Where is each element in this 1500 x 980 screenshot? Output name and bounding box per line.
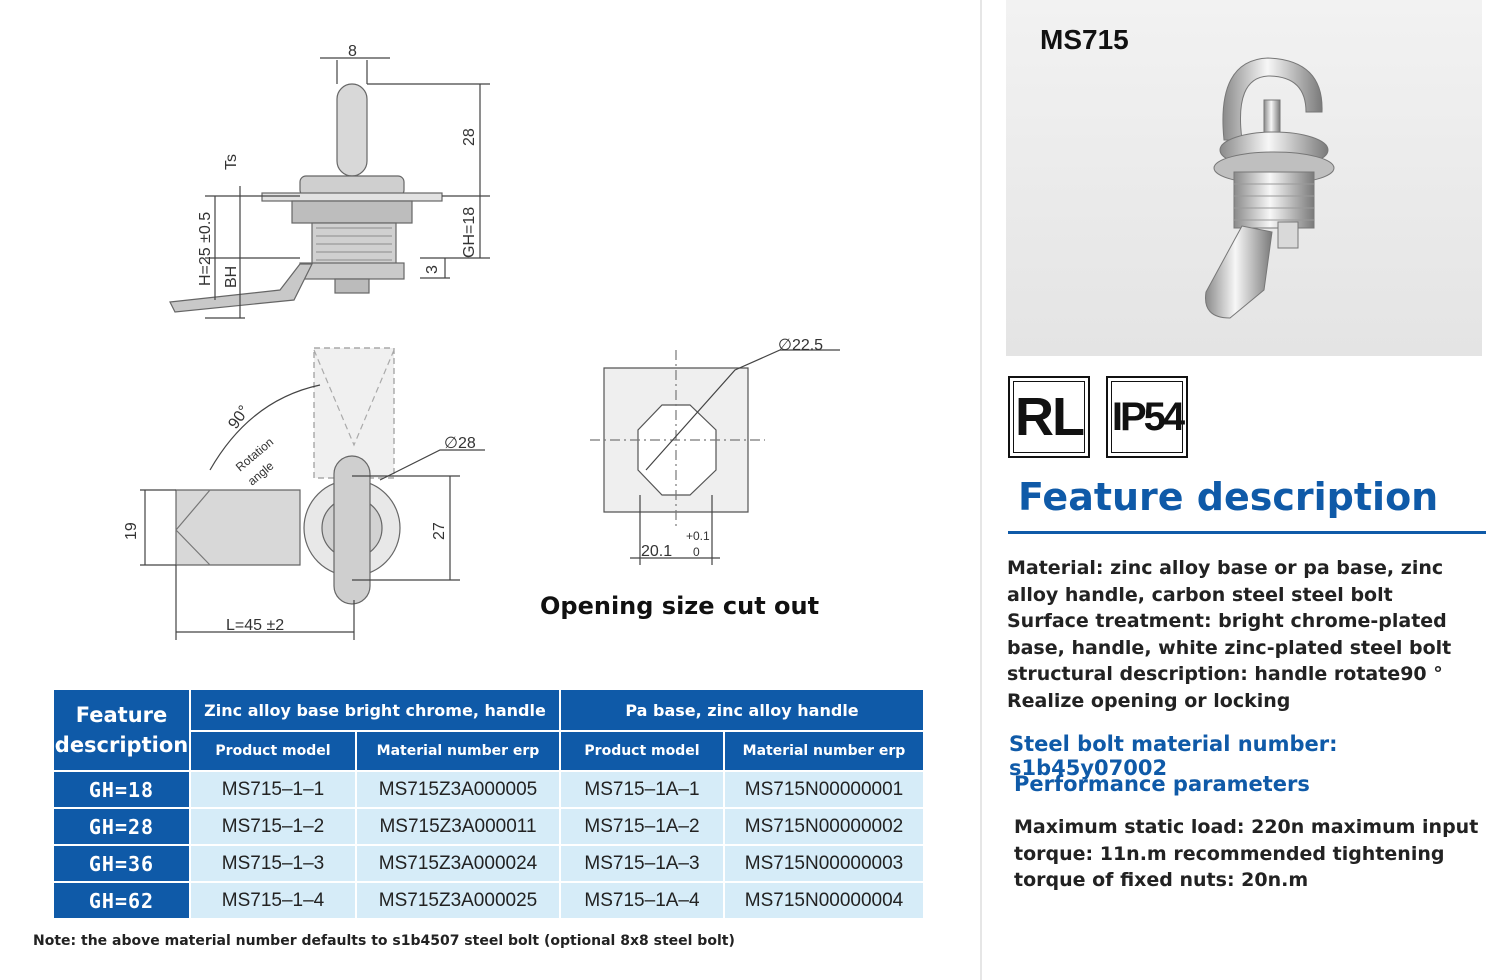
cell-material-erp-pa: MS715N00000002 (723, 807, 925, 846)
cell-material-erp-pa: MS715N00000001 (723, 770, 925, 809)
cell-product-model-pa: MS715–1A–4 (559, 881, 725, 920)
cell-material-erp-pa: MS715N00000004 (723, 881, 925, 920)
table-row: GH=62 MS715–1–4 MS715Z3A000025 MS715–1A–… (52, 881, 925, 920)
feature-header-line2: description (54, 733, 189, 757)
subheader-material-erp-2: Material number erp (723, 730, 925, 772)
dim-top-width: 8 (348, 43, 357, 60)
plan-view-drawing (175, 347, 401, 605)
feature-description-text: Material: zinc alloy base or pa base, zi… (1007, 557, 1452, 712)
dim-cut-width: 20.1 (641, 543, 672, 560)
dim-19: 19 (123, 522, 140, 540)
rl-badge-text: RL (1015, 387, 1085, 447)
cell-material-erp: MS715Z3A000025 (355, 881, 561, 920)
dim-angle: 90° (225, 403, 253, 433)
dim-height-28: 28 (461, 128, 478, 146)
cell-material-erp: MS715Z3A000005 (355, 770, 561, 809)
side-view-drawing (169, 83, 443, 313)
feature-description-title: Feature description (1018, 475, 1439, 519)
cutout-caption: Opening size cut out (540, 592, 820, 620)
cell-material-erp-pa: MS715N00000003 (723, 844, 925, 883)
steel-bolt-number: Steel bolt material number: s1b45y07002 (1009, 732, 1338, 780)
dim-length: L=45 ±2 (226, 617, 284, 634)
product-photo (1006, 0, 1482, 356)
ip54-badge: IP54 (1106, 376, 1188, 458)
row-gh: GH=28 (52, 807, 191, 846)
table-feature-header: Feature description (52, 688, 191, 772)
cell-product-model: MS715–1–1 (189, 770, 357, 809)
table-note: Note: the above material number defaults… (33, 933, 735, 949)
table-group-zinc: Zinc alloy base bright chrome, handle (189, 688, 561, 732)
technical-drawings: 8 28 Ts H=25 ±0.5 BH GH=18 3 90° Rotatio… (123, 43, 840, 640)
dim-27: 27 (431, 522, 448, 540)
dim-dia28: ∅28 (444, 435, 476, 452)
dim-h-total: H=25 ±0.5 (197, 212, 214, 286)
dim-cut-dia: ∅22.5 (778, 337, 823, 354)
cell-product-model: MS715–1–2 (189, 807, 357, 846)
dim-bh: BH (223, 266, 240, 288)
row-gh: GH=18 (52, 770, 191, 809)
lock-illustration (1205, 57, 1335, 319)
feature-title-rule (1008, 531, 1486, 534)
dim-ts: Ts (223, 154, 240, 170)
row-gh: GH=36 (52, 844, 191, 883)
cutout-drawing (590, 349, 840, 565)
cell-product-model: MS715–1–3 (189, 844, 357, 883)
subheader-material-erp-1: Material number erp (355, 730, 561, 772)
product-photo-title: MS715 (1040, 24, 1129, 55)
subheader-product-model-2: Product model (559, 730, 725, 772)
cell-product-model-pa: MS715–1A–2 (559, 807, 725, 846)
cell-product-model: MS715–1–4 (189, 881, 357, 920)
dim-cut-tol-plus: +0.1 (686, 529, 710, 543)
feature-header-line1: Feature (75, 703, 168, 727)
table-row: GH=28 MS715–1–2 MS715Z3A000011 MS715–1A–… (52, 807, 925, 846)
performance-text: Maximum static load: 220n maximum input … (1014, 816, 1479, 891)
table-row: GH=36 MS715–1–3 MS715Z3A000024 MS715–1A–… (52, 844, 925, 883)
vertical-divider (980, 0, 982, 980)
dim-cut-tol-zero: 0 (693, 545, 700, 559)
ip54-badge-text: IP54 (1111, 394, 1185, 439)
dim-gh: GH=18 (461, 207, 478, 258)
cell-material-erp: MS715Z3A000011 (355, 807, 561, 846)
subheader-product-model-1: Product model (189, 730, 357, 772)
cell-product-model-pa: MS715–1A–3 (559, 844, 725, 883)
performance-title: Performance parameters (1014, 772, 1310, 796)
rl-badge: RL (1008, 376, 1090, 458)
cell-material-erp: MS715Z3A000024 (355, 844, 561, 883)
dim-three: 3 (424, 265, 441, 274)
table-group-pa: Pa base, zinc alloy handle (559, 688, 925, 732)
table-row: GH=18 MS715–1–1 MS715Z3A000005 MS715–1A–… (52, 770, 925, 809)
spec-table: Feature description Zinc alloy base brig… (52, 688, 925, 920)
row-gh: GH=62 (52, 881, 191, 920)
cell-product-model-pa: MS715–1A–1 (559, 770, 725, 809)
